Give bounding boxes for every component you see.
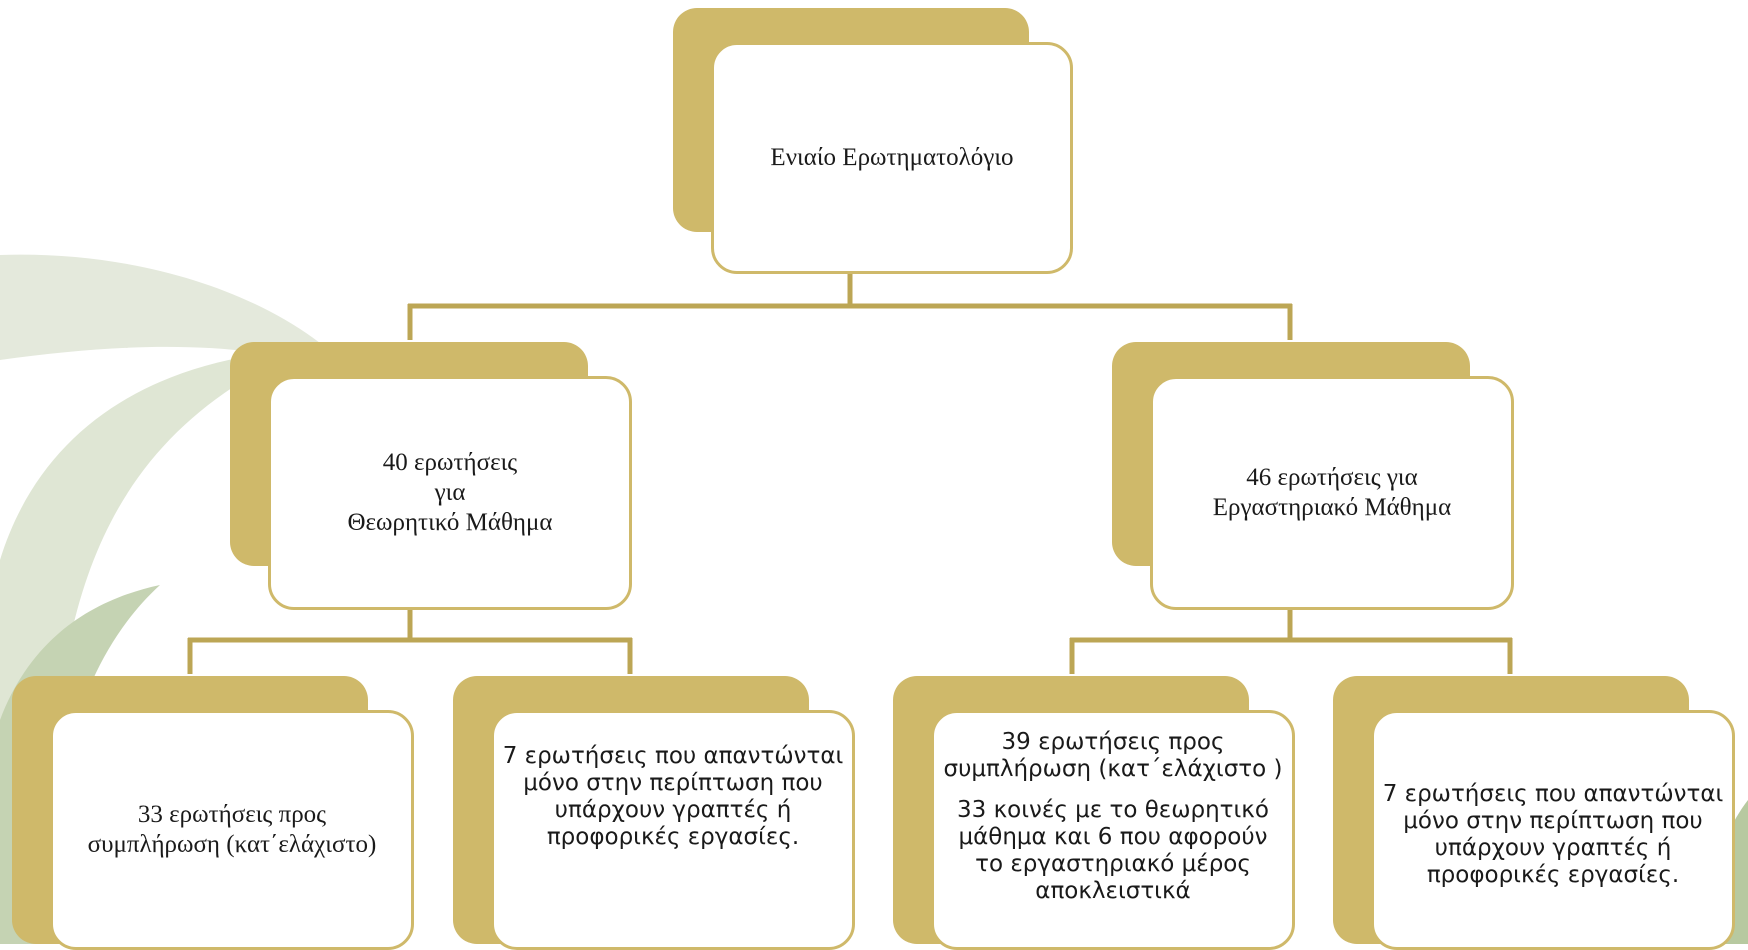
node-card-left-branch: 40 ερωτήσεις για Θεωρητικό Μάθημα — [268, 376, 632, 610]
left-child-2-line-1: 7 ερωτήσεις που απαντώνται — [502, 743, 844, 769]
left-branch-line-1: 40 ερωτήσεις — [382, 449, 518, 476]
node-card-root: Ενιαίο Ερωτηματολόγιο — [711, 42, 1073, 274]
left-child-2-line-4: προφορικές εργασίες. — [546, 824, 800, 850]
root-title: Ενιαίο Ερωτηματολόγιο — [770, 144, 1014, 171]
right-branch-line-2: Εργαστηριακό Μάθημα — [1212, 494, 1452, 521]
right-child-1-extra-1: 33 κοινές με το θεωρητικό — [957, 797, 1269, 823]
right-child-1-extra-2: μάθημα και 6 που αφορούν — [958, 824, 1268, 850]
leaf-shape-mid — [0, 350, 300, 944]
right-child-2-line-3: υπάρχουν γραπτές ή — [1434, 835, 1672, 861]
right-child-1-line-2: συμπλήρωση (κατ΄ελάχιστο ) — [943, 756, 1283, 782]
right-child-1-line-1: 39 ερωτήσεις προς — [1001, 729, 1225, 755]
left-child-1-line-1: 33 ερωτήσεις προς — [137, 801, 327, 828]
right-child-2-line-1: 7 ερωτήσεις που απαντώνται — [1382, 781, 1724, 807]
left-child-1-line-2: συμπλήρωση (κατ΄ελάχιστο) — [87, 831, 377, 858]
right-child-1-extra-4: αποκλειστικά — [1035, 878, 1191, 904]
node-card-left-child-2: 7 ερωτήσεις που απαντώνται μόνο στην περ… — [491, 710, 855, 950]
left-branch-line-2: για — [434, 479, 466, 506]
right-child-2-line-4: προφορικές εργασίες. — [1426, 862, 1680, 888]
left-child-2-line-3: υπάρχουν γραπτές ή — [554, 797, 792, 823]
node-card-right-child-1: 39 ερωτήσεις προς συμπλήρωση (κατ΄ελάχισ… — [931, 710, 1295, 950]
right-child-1-extra-3: το εργαστηριακό μέρος — [975, 851, 1251, 877]
node-card-right-child-2: 7 ερωτήσεις που απαντώνται μόνο στην περ… — [1371, 710, 1735, 950]
node-card-left-child-1: 33 ερωτήσεις προς συμπλήρωση (κατ΄ελάχισ… — [50, 710, 414, 950]
node-card-right-branch: 46 ερωτήσεις για Εργαστηριακό Μάθημα — [1150, 376, 1514, 610]
left-child-2-line-2: μόνο στην περίπτωση που — [523, 770, 823, 796]
left-branch-line-3: Θεωρητικό Μάθημα — [347, 509, 553, 536]
right-branch-line-1: 46 ερωτήσεις για — [1246, 464, 1418, 491]
right-child-2-line-2: μόνο στην περίπτωση που — [1403, 808, 1703, 834]
